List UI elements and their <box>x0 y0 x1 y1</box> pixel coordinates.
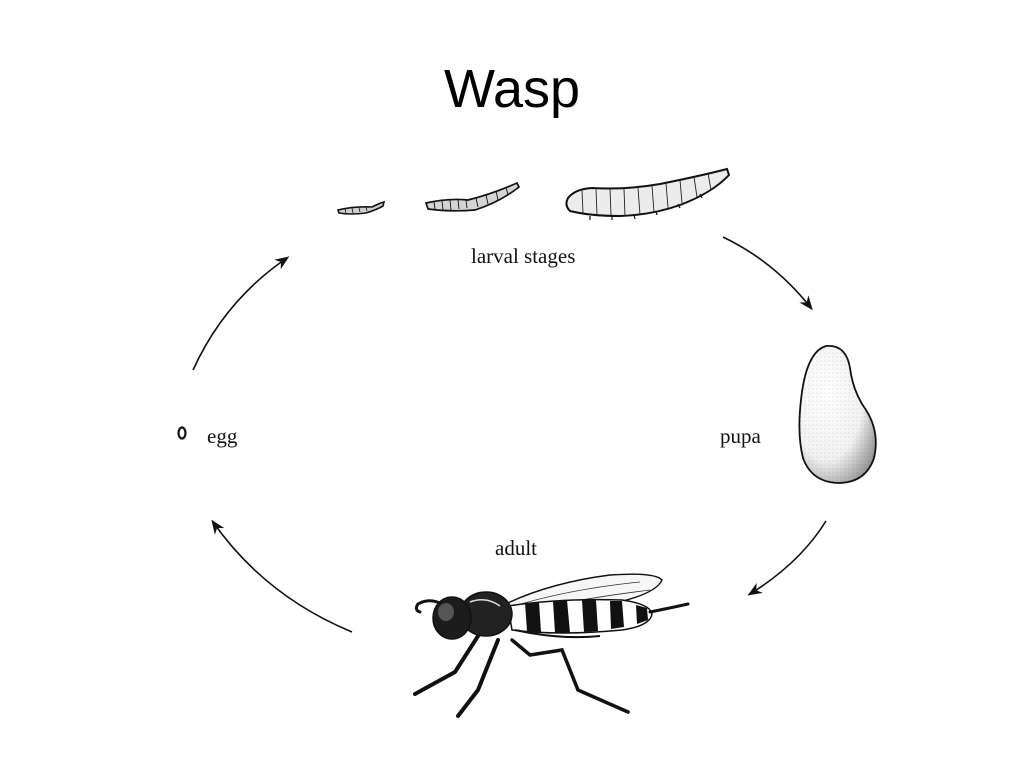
wasp-adult-icon <box>413 573 690 718</box>
pupa-label: pupa <box>720 424 761 448</box>
larval-stages-label: larval stages <box>471 244 576 268</box>
pupa-icon <box>798 345 877 484</box>
larva-medium-icon <box>424 181 521 212</box>
larva-small-icon <box>336 200 386 215</box>
arrow-egg-to-larva <box>192 256 290 371</box>
slide-title: Wasp <box>443 59 581 119</box>
arrow-pupa-to-adult <box>747 520 827 596</box>
egg-icon <box>177 426 187 440</box>
adult-label: adult <box>495 536 537 560</box>
arrow-larva-to-pupa <box>722 236 813 311</box>
larva-large-icon <box>565 167 731 220</box>
arrow-adult-to-egg <box>211 519 353 633</box>
egg-label: egg <box>207 424 238 448</box>
